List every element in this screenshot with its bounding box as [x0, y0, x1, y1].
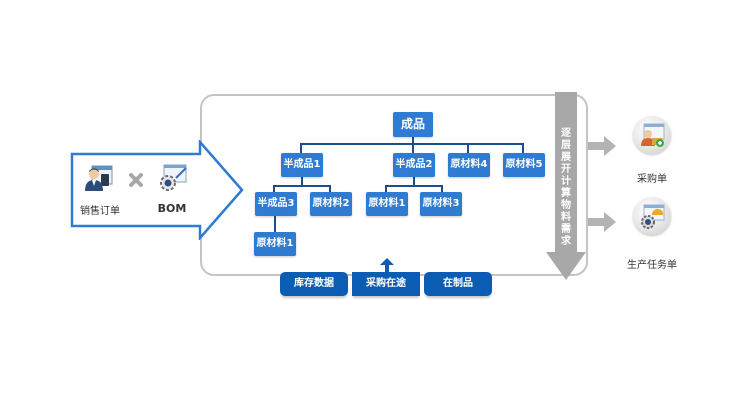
output-arrow-purchase — [588, 136, 616, 156]
node-semi-finished-3[interactable]: 半成品3 — [255, 192, 297, 216]
connector-line — [273, 185, 275, 192]
connector-line — [522, 143, 524, 153]
connector-line — [385, 185, 443, 187]
production-task-icon[interactable] — [633, 197, 671, 235]
connector-line — [385, 185, 387, 192]
input-arrow — [70, 140, 244, 240]
sales-order-person-icon — [85, 165, 113, 191]
source-work-in-process[interactable]: 在制品 — [424, 272, 492, 296]
connector-line — [329, 185, 331, 192]
purchase-order-icon[interactable] — [633, 116, 671, 154]
multiply-icon — [129, 173, 143, 187]
connector-line — [412, 135, 414, 143]
connector-line — [274, 216, 276, 232]
connector-line — [412, 143, 414, 153]
node-raw-material-2[interactable]: 原材料2 — [310, 192, 352, 216]
connector-line — [300, 143, 302, 153]
bom-label: BOM — [157, 202, 187, 215]
node-raw-material-5[interactable]: 原材料5 — [503, 153, 545, 177]
source-purchase-in-transit[interactable]: 采购在途 — [352, 272, 420, 296]
node-semi-finished-2[interactable]: 半成品2 — [393, 153, 435, 177]
node-finished-product[interactable]: 成品 — [393, 112, 433, 137]
purchase-order-label: 采购单 — [637, 174, 667, 185]
source-inventory-data[interactable]: 库存数据 — [280, 272, 348, 296]
sales-order-label: 销售订单 — [80, 206, 120, 217]
connector-line — [273, 185, 331, 187]
connector-line — [467, 143, 469, 153]
output-arrow-production — [588, 212, 616, 232]
node-raw-material-1[interactable]: 原材料1 — [366, 192, 408, 216]
node-raw-material-3[interactable]: 原材料3 — [420, 192, 462, 216]
node-raw-material-1-sub[interactable]: 原材料1 — [254, 232, 296, 256]
bom-gear-icon — [160, 164, 187, 191]
connector-line — [413, 177, 415, 185]
connector-line — [441, 185, 443, 192]
up-arrow-icon — [380, 258, 394, 274]
node-raw-material-4[interactable]: 原材料4 — [448, 153, 490, 177]
node-semi-finished-1[interactable]: 半成品1 — [281, 153, 323, 177]
process-down-arrow — [546, 92, 586, 280]
connector-line — [301, 177, 303, 185]
process-arrow-label: 逐层展开计算物料需求 — [561, 128, 571, 247]
production-task-label: 生产任务单 — [627, 260, 677, 271]
